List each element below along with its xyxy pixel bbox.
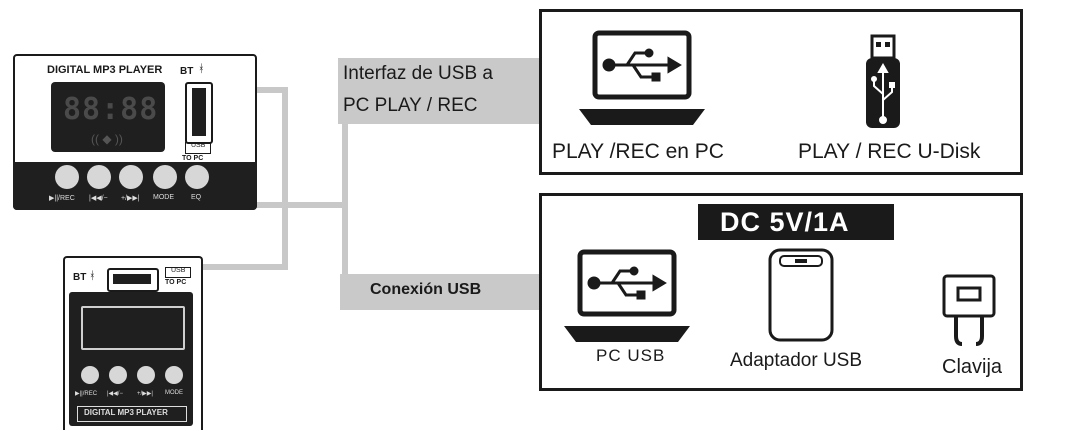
pc-usb-label: PC USB [596, 346, 666, 365]
mp3-module-bottom: BT ᚼ USB TO PC ▶||/REC |◀◀/− +/▶▶| MODE … [63, 256, 203, 430]
bluetooth-icon: ᚼ [198, 63, 205, 75]
button-play-rec[interactable] [55, 165, 79, 189]
usb-interface-line2: PC PLAY / REC [343, 95, 478, 116]
module-title: DIGITAL MP3 PLAYER [47, 64, 163, 76]
button-label-eq: EQ [191, 194, 202, 201]
power-header: DC 5V/1A [698, 204, 894, 240]
module-body: ▶||/REC |◀◀/− +/▶▶| MODE DIGITAL MP3 PLA… [69, 292, 193, 426]
bt-label: BT [73, 272, 87, 283]
module-display [81, 306, 185, 350]
button-label-play-rec: ▶||/REC [49, 195, 75, 202]
usb-interface-line1: Interfaz de USB a [343, 63, 493, 84]
to-pc-label: TO PC [182, 155, 204, 162]
power-source-box: DC 5V/1A PC USB Adaptador USB Clavija [539, 193, 1023, 391]
bt-label: BT [180, 66, 194, 77]
button-label-next: +/▶▶| [137, 391, 153, 397]
button-prev[interactable] [109, 366, 127, 384]
pc-play-rec-label: PLAY /REC en PC [552, 140, 724, 163]
mp3-module-top: DIGITAL MP3 PLAYER BT ᚼ 88:88 (( ◆ )) US… [13, 54, 257, 210]
usb-connection-label: Conexión USB [370, 281, 482, 298]
button-prev[interactable] [87, 165, 111, 189]
wall-plug-icon [942, 274, 996, 346]
usb-port-badge: USB [165, 267, 191, 278]
laptop-usb-icon [579, 30, 705, 125]
button-next[interactable] [137, 366, 155, 384]
button-strip: ▶||/REC |◀◀/− +/▶▶| MODE EQ [13, 162, 257, 210]
module-title: DIGITAL MP3 PLAYER [84, 408, 168, 417]
usb-slot [185, 82, 213, 144]
button-label-mode: MODE [165, 390, 183, 396]
bluetooth-icon: ᚼ [89, 270, 96, 282]
udisk-play-rec-label: PLAY / REC U-Disk [798, 140, 981, 163]
button-label-prev: |◀◀/− [89, 195, 108, 202]
module-display: 88:88 (( ◆ )) [51, 82, 165, 152]
play-rec-box: PLAY /REC en PC PLAY / REC U-Disk [539, 9, 1023, 175]
line-bottom-device [170, 205, 288, 270]
display-digits: 88:88 [63, 92, 159, 127]
button-mode[interactable] [165, 366, 183, 384]
button-label-mode: MODE [153, 194, 174, 201]
display-indicator-icon: (( ◆ )) [91, 132, 123, 146]
button-label-next: +/▶▶| [121, 195, 140, 202]
button-play-rec[interactable] [81, 366, 99, 384]
usb-adapter-label: Adaptador USB [730, 350, 863, 371]
button-eq[interactable] [185, 165, 209, 189]
module-title-plate: DIGITAL MP3 PLAYER [77, 406, 187, 422]
button-next[interactable] [119, 165, 143, 189]
usb-flash-drive-icon [866, 34, 900, 128]
power-header-label: DC 5V/1A [720, 207, 850, 237]
usb-interface-band [338, 58, 540, 124]
button-label-play-rec: ▶||/REC [75, 391, 98, 397]
button-mode[interactable] [153, 165, 177, 189]
button-label-prev: |◀◀/− [107, 391, 123, 397]
usb-port-badge: USB [185, 142, 211, 154]
laptop-usb-icon [564, 249, 690, 342]
usb-connection-band [340, 274, 540, 310]
plug-label: Clavija [942, 356, 1003, 378]
usb-slot [107, 268, 159, 292]
to-pc-label: TO PC [165, 279, 187, 286]
power-bank-icon [768, 248, 834, 342]
